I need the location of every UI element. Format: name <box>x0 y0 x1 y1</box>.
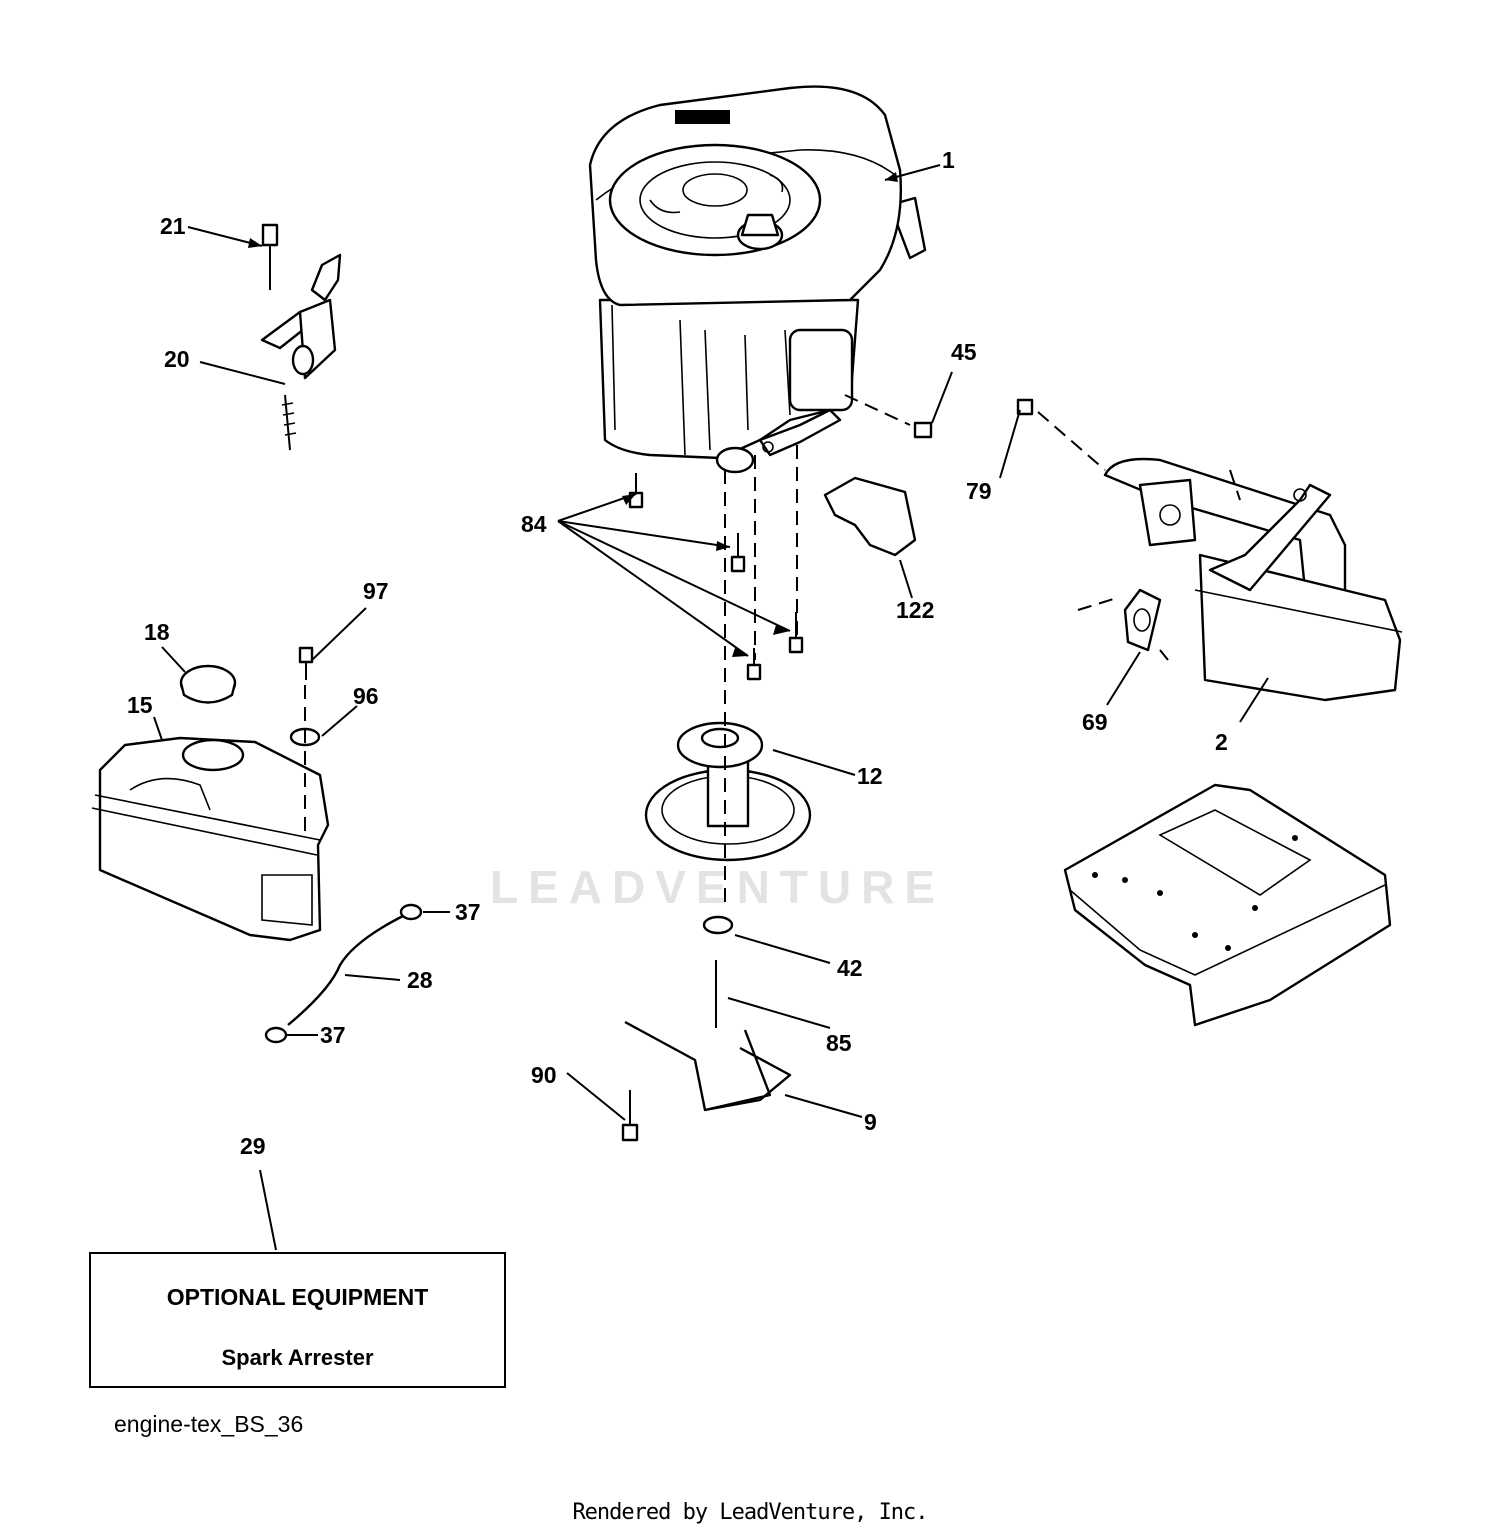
callout-85: 85 <box>826 1030 852 1056</box>
callout-1: 1 <box>942 147 955 173</box>
callout-90: 90 <box>531 1062 557 1088</box>
heat-shield <box>823 476 917 557</box>
callout-97: 97 <box>363 578 389 604</box>
optional-equipment-title: OPTIONAL EQUIPMENT <box>166 1284 429 1310</box>
nut <box>913 421 933 439</box>
fuel-cap <box>179 664 237 704</box>
callout-84: 84 <box>521 511 547 537</box>
callout-12: 12 <box>857 763 883 789</box>
engine-mount-plate <box>1063 783 1392 1027</box>
exhaust-bolt <box>1016 398 1034 416</box>
optional-equipment-box: OPTIONAL EQUIPMENT Spark Arrester <box>89 1252 506 1388</box>
fuel-line <box>287 913 406 1026</box>
callout-15: 15 <box>127 692 153 718</box>
fuel-tank <box>91 736 330 942</box>
callout-9: 9 <box>864 1109 877 1135</box>
callout-69: 69 <box>1082 709 1108 735</box>
engine-pulley <box>644 721 812 862</box>
callout-42: 42 <box>837 955 863 981</box>
callout-21: 21 <box>160 213 186 239</box>
callout-122: 122 <box>896 597 934 623</box>
watermark: LEADVENTURE <box>490 861 945 913</box>
callout-37-bottom: 37 <box>320 1022 346 1048</box>
gasket <box>1123 588 1162 652</box>
callout-2: 2 <box>1215 729 1228 755</box>
pulley-bracket <box>624 1020 792 1112</box>
engine-drawing <box>588 85 927 474</box>
callout-20: 20 <box>164 346 190 372</box>
diagram-code: engine-tex_BS_36 <box>114 1411 304 1437</box>
washer <box>702 915 734 935</box>
callout-18: 18 <box>144 619 170 645</box>
callout-45: 45 <box>951 339 977 365</box>
spark-arrester-label: Spark Arrester <box>221 1345 374 1370</box>
engine-bolts <box>628 473 804 681</box>
callout-29: 29 <box>240 1133 266 1159</box>
callout-37-top: 37 <box>455 899 481 925</box>
callout-96: 96 <box>353 683 379 709</box>
footer-credit: Rendered by LeadVenture, Inc. <box>572 1500 928 1525</box>
callout-labels: 1 2 9 12 15 18 20 21 28 29 37 37 42 45 6… <box>127 147 1228 1159</box>
throttle-control <box>260 223 342 451</box>
callout-28: 28 <box>407 967 433 993</box>
muffler <box>1103 457 1403 702</box>
callout-79: 79 <box>966 478 992 504</box>
